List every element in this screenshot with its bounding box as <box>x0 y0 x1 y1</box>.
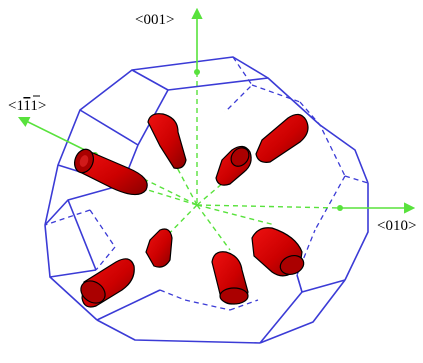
rod-upper-right-large <box>255 113 309 163</box>
rod-right-lower <box>251 227 305 277</box>
rod-upper-center <box>147 113 187 169</box>
rod-lower-left <box>80 258 135 308</box>
axis-label-m111: <111> <box>8 98 46 114</box>
rod-lower-center <box>211 251 249 305</box>
axis-label-010: <010> <box>377 218 416 234</box>
axis-label-m111-prefix: <1 <box>8 98 23 114</box>
rod-upper-right-small <box>215 145 252 186</box>
axis-001-point <box>194 69 200 75</box>
rod-center-small <box>145 228 173 268</box>
rod-upper-left <box>73 148 148 196</box>
axis-label-001: <001> <box>135 12 174 28</box>
rods <box>73 113 309 308</box>
axis-010-point <box>337 205 343 211</box>
axis-m111-arrow <box>17 116 96 156</box>
axis-label-m111-suffix: 1> <box>30 98 46 114</box>
axis-label-m111-overline: 1 <box>23 98 30 114</box>
polyhedron-visible-edges <box>44 56 369 344</box>
polyhedron-hidden-edges <box>44 56 369 311</box>
axes-solid <box>17 7 416 214</box>
